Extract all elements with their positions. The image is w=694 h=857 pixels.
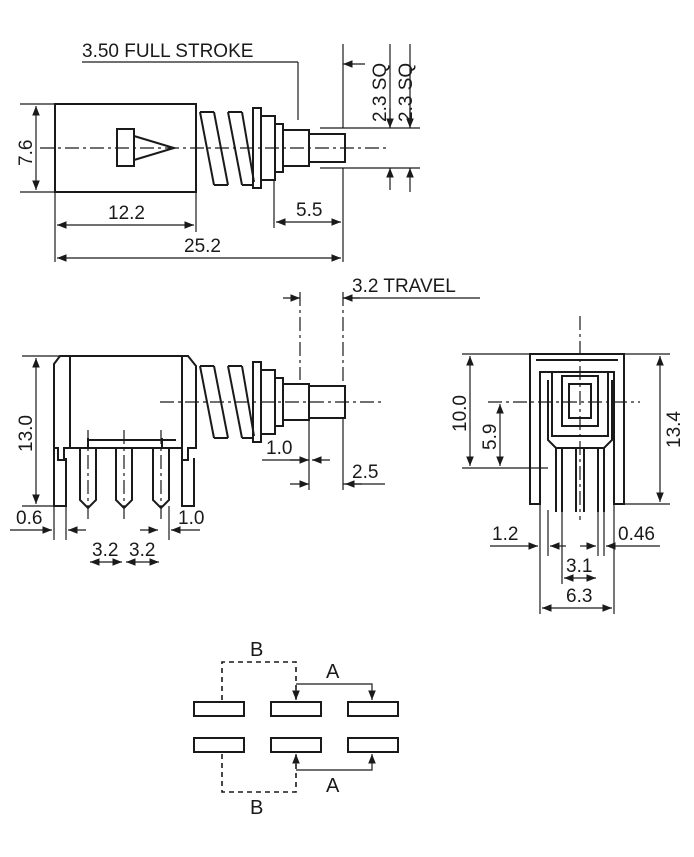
pad-bottom-middle — [270, 737, 322, 753]
offset-label: 0.6 — [16, 508, 42, 529]
side-height-label: 13.0 — [16, 415, 37, 452]
top-view: 3.50 FULL STROKE 2.3 SQ 2.3 SQ 7.6 12.2 … — [16, 41, 420, 262]
travel-label: 3.2 TRAVEL — [352, 276, 456, 297]
pitch-label: 3.1 — [566, 556, 592, 577]
label-b-bottom: B — [250, 797, 263, 819]
pad-top-right — [347, 701, 399, 717]
pad-bottom-left — [193, 737, 245, 753]
schematic: B A A B — [193, 639, 399, 819]
label-a-top: A — [326, 661, 340, 683]
pin-a-label: 1.2 — [492, 524, 518, 545]
width-label: 6.3 — [566, 586, 592, 607]
height-label: 7.6 — [16, 140, 37, 166]
end-center-label: 5.9 — [480, 424, 501, 450]
sq-outer-label: 2.3 SQ — [370, 63, 391, 122]
end-view: 13.4 10.0 5.9 1.2 0.46 3.1 6.3 — [450, 316, 685, 614]
sq-inner-label: 2.3 SQ — [396, 63, 417, 122]
pad-bottom-right — [347, 737, 399, 753]
pad-top-left — [193, 701, 245, 717]
body-length-label: 12.2 — [108, 203, 145, 224]
gap-label: 1.0 — [266, 438, 292, 459]
shaft-length-label: 5.5 — [296, 200, 322, 221]
pitch-a-label: 3.2 — [92, 540, 118, 561]
side-view: 3.2 TRAVEL 13.0 1.0 2.5 0.6 1.0 3.2 3.2 — [10, 276, 480, 566]
total-length-label: 25.2 — [184, 236, 221, 257]
pitch-b-label: 3.2 — [129, 540, 155, 561]
full-stroke-label: 3.50 FULL STROKE — [82, 41, 253, 62]
end-height-body-label: 10.0 — [450, 395, 471, 432]
shaft-label: 2.5 — [352, 462, 378, 483]
pin-width-label: 0.46 — [618, 524, 655, 545]
label-b-top: B — [250, 639, 263, 661]
pin-offset-label: 1.0 — [178, 508, 204, 529]
end-height-total-label: 13.4 — [664, 411, 685, 448]
pad-top-middle — [270, 701, 322, 717]
label-a-bottom: A — [326, 775, 340, 797]
